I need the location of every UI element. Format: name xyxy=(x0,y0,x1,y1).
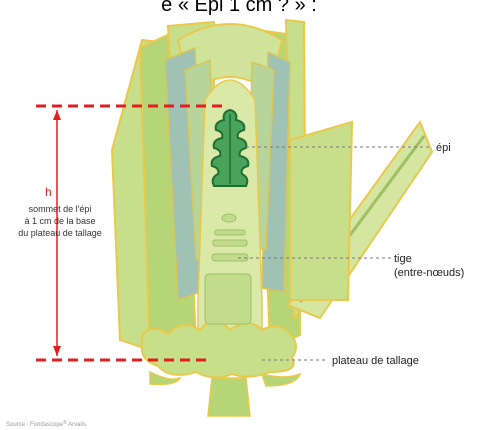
arrow-top xyxy=(53,110,61,120)
internode-1 xyxy=(222,214,236,222)
source-prefix: Source : Fondascope xyxy=(6,422,64,428)
measure-note-line-3: du plateau de tallage xyxy=(18,228,102,238)
arrow-bottom xyxy=(53,346,61,356)
internode-5 xyxy=(205,274,251,324)
root-center xyxy=(208,378,250,416)
measure-letter: h xyxy=(45,185,52,199)
source-suffix: Arvalis xyxy=(67,422,86,428)
epi-label: épi xyxy=(436,142,451,154)
plateau-label: plateau de tallage xyxy=(332,355,419,367)
source-caption: Source : Fondascope® Arvalis xyxy=(6,419,86,428)
tige-label: tige xyxy=(394,253,412,265)
root-right xyxy=(262,374,300,386)
internode-4 xyxy=(212,254,248,261)
entre-noeuds-label: (entre-nœuds) xyxy=(394,267,464,279)
internode-3 xyxy=(213,240,247,246)
measure-note-line-1: sommet de l'épi xyxy=(29,204,92,214)
internode-2 xyxy=(215,230,245,235)
side-leaf-middle xyxy=(290,122,352,300)
measure-note-line-2: à 1 cm de la base xyxy=(24,216,95,226)
